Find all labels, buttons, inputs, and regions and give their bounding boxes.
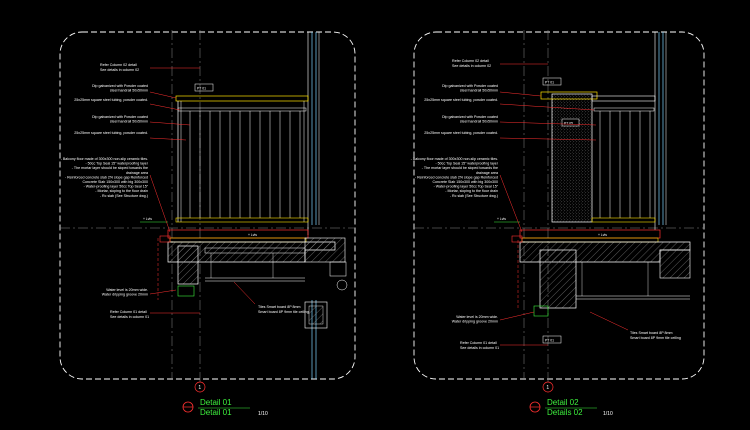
detail-01-scale: 1/10 bbox=[258, 411, 268, 417]
detail-01-leaders bbox=[149, 67, 256, 314]
detail-02-floor-level: + Lvls bbox=[598, 233, 607, 237]
detail-1-note-line: Water dripping groove 20mm bbox=[102, 293, 148, 297]
detail-1-note-line: Water level is 20mm wide. bbox=[106, 288, 148, 292]
detail-02-railing bbox=[591, 95, 656, 223]
detail-02-note-right-1: Tiles Smart board 8P 8mm bbox=[630, 331, 673, 335]
svg-text:PT 01: PT 01 bbox=[197, 87, 206, 91]
detail-01-curtain-wall bbox=[304, 32, 328, 379]
detail-02-callout-top-1: Refer Column 02 detail bbox=[452, 59, 489, 63]
detail-2-note-line: - Balcony floor made of 300x300 non-slip… bbox=[411, 157, 498, 161]
detail-02-callout-top-2: See details in column 02 bbox=[452, 64, 491, 68]
detail-01-level-marks: + Lvls + Lvls bbox=[140, 217, 257, 300]
detail-02-callout-bottom-2: See details in column 01 bbox=[460, 346, 499, 350]
detail-2-note-line: Dip galvanized with Powder coated bbox=[442, 84, 498, 88]
detail-01-railing bbox=[175, 95, 309, 223]
detail-2-note-line: - The mortar layer should be sloped towa… bbox=[422, 166, 498, 170]
detail-02-subtitle: Details 02 bbox=[547, 408, 583, 417]
detail-2-note-line: Concrete Slab 150x300 with big 300x300 bbox=[432, 180, 498, 184]
detail-01-notes: Refer Column 02 detail See details in co… bbox=[61, 63, 309, 319]
detail-02-column: PT 05 bbox=[540, 91, 598, 223]
detail-01-callout-top-1: Refer Column 02 detail bbox=[100, 63, 137, 67]
detail-02-title: Detail 02 bbox=[547, 398, 579, 407]
detail-01-title-block: Detail 01 Detail 01 1/10 bbox=[182, 398, 268, 417]
detail-1-note-line: drainage area bbox=[126, 171, 148, 175]
detail-02-grid-bubble: 1 bbox=[542, 380, 554, 393]
detail-01-callout-bottom-2: See details in column 01 bbox=[110, 315, 149, 319]
detail-01-note-right-1: Tiles Smart board 8P 8mm bbox=[258, 305, 301, 309]
detail-02-leaders bbox=[499, 63, 629, 346]
detail-02-title-block: Detail 02 Details 02 1/10 bbox=[529, 398, 613, 417]
detail-01-callout-bottom-1: Refer Column 01 detail bbox=[110, 310, 147, 314]
svg-text:PT 01: PT 01 bbox=[545, 81, 554, 85]
detail-02-level-mark: + Lvls bbox=[497, 217, 506, 221]
detail-1-note-line: steel handrail 50x50mm bbox=[110, 120, 148, 124]
detail-01-level-mark: + Lvls bbox=[143, 217, 152, 221]
detail-1-note-line: Dip galvanized with Powder coated bbox=[92, 84, 148, 88]
detail-02-tag-mid: PT 05 bbox=[564, 122, 573, 126]
detail-02-tag-top: PT 01 bbox=[542, 77, 562, 86]
detail-2-note-line: Water dripping groove 20mm bbox=[452, 320, 498, 324]
detail-02-grid-lines bbox=[414, 30, 704, 380]
detail-02-floor-slab bbox=[511, 229, 691, 317]
detail-1-note-line: Concrete Slab 150x300 with big 300x300 bbox=[82, 180, 148, 184]
detail-01-subtitle: Detail 01 bbox=[200, 408, 232, 417]
detail-01-grid-lines bbox=[60, 30, 355, 380]
detail-1-note-line: steel handrail 50x50mm bbox=[110, 89, 148, 93]
detail-01-frame bbox=[59, 31, 356, 380]
detail-02-curtain-wall bbox=[654, 32, 667, 230]
detail-1-note-line: 25x25mm square steel tubing, powder coat… bbox=[74, 131, 148, 135]
detail-01-callout-top-2: See details in column 02 bbox=[100, 68, 139, 72]
detail-02: PT 05 + Lvls + Lvls bbox=[411, 30, 705, 417]
detail-01: + Lvls + Lvls PT 01 Refer Column 02 deta… bbox=[59, 30, 356, 417]
detail-02-frame bbox=[413, 31, 705, 380]
detail-01-floor-slab bbox=[159, 229, 348, 297]
detail-1-note-line: - Water-proofing layer 50cc Top Seal 15" bbox=[84, 185, 149, 189]
detail-2-note-line: - Rc slab (See Structure dwg.) bbox=[450, 194, 498, 198]
detail-02-callout-bottom-1: Refer Column 01 detail bbox=[460, 341, 497, 345]
detail-01-tag-top: PT 01 bbox=[194, 83, 214, 92]
detail-2-note-line: 25x25mm square steel tubing, powder coat… bbox=[424, 98, 498, 102]
detail-01-floor-level: + Lvls bbox=[248, 233, 257, 237]
detail-1-note-line: - Rc slab (See Structure dwg.) bbox=[100, 194, 148, 198]
detail-02-notes: Refer Column 02 detail See details in co… bbox=[411, 59, 681, 350]
detail-2-note-line: - Mortar, sloping to the floor drain bbox=[445, 189, 498, 193]
detail-02-level-marks: + Lvls + Lvls bbox=[494, 217, 607, 310]
detail-2-note-line: Dip galvanized with Powder coated bbox=[442, 115, 498, 119]
detail-1-note-line: Dip galvanized with Powder coated bbox=[92, 115, 148, 119]
detail-1-note-line: - Reinforced concrete slab 2% slope gap … bbox=[65, 175, 148, 179]
detail-2-note-line: - Reinforced concrete slab 2% slope gap … bbox=[415, 175, 498, 179]
svg-text:1: 1 bbox=[546, 385, 549, 391]
detail-1-note-line: - Mortar, sloping to the floor drain bbox=[95, 189, 148, 193]
detail-02-scale: 1/10 bbox=[603, 411, 613, 417]
detail-2-note-line: - 50cc Top Seal 15" waterproofing layer bbox=[435, 162, 498, 166]
svg-text:1: 1 bbox=[198, 385, 201, 391]
detail-2-note-line: steel handrail 50x50mm bbox=[460, 89, 498, 93]
detail-01-note-right-2: Smart board 8P 9mm tile ceiling bbox=[258, 310, 309, 314]
detail-1-note-line: 25x25mm square steel tubing, powder coat… bbox=[74, 98, 148, 102]
detail-2-note-line: 25x25mm square steel tubing, powder coat… bbox=[424, 131, 498, 135]
detail-1-note-line: - The mortar layer should be sloped towa… bbox=[72, 166, 148, 170]
detail-1-note-line: - 50cc Top Seal 15" waterproofing layer bbox=[85, 162, 148, 166]
detail-1-note-line: - Balcony floor made of 300x300 non-slip… bbox=[61, 157, 148, 161]
detail-2-note-line: steel handrail 50x50mm bbox=[460, 120, 498, 124]
detail-02-note-right-2: Smart board 8P 9mm tile ceiling bbox=[630, 336, 681, 340]
detail-2-note-line: Water level is 20mm wide. bbox=[456, 315, 498, 319]
detail-01-grid-bubble: 1 bbox=[194, 380, 206, 393]
detail-01-title: Detail 01 bbox=[200, 398, 232, 407]
detail-2-note-line: drainage area bbox=[476, 171, 498, 175]
svg-text:PT 01: PT 01 bbox=[545, 339, 554, 343]
detail-2-note-line: - Water-proofing layer 50cc Top Seal 15" bbox=[434, 185, 499, 189]
detail-02-tag-bottom: PT 01 bbox=[542, 335, 562, 344]
